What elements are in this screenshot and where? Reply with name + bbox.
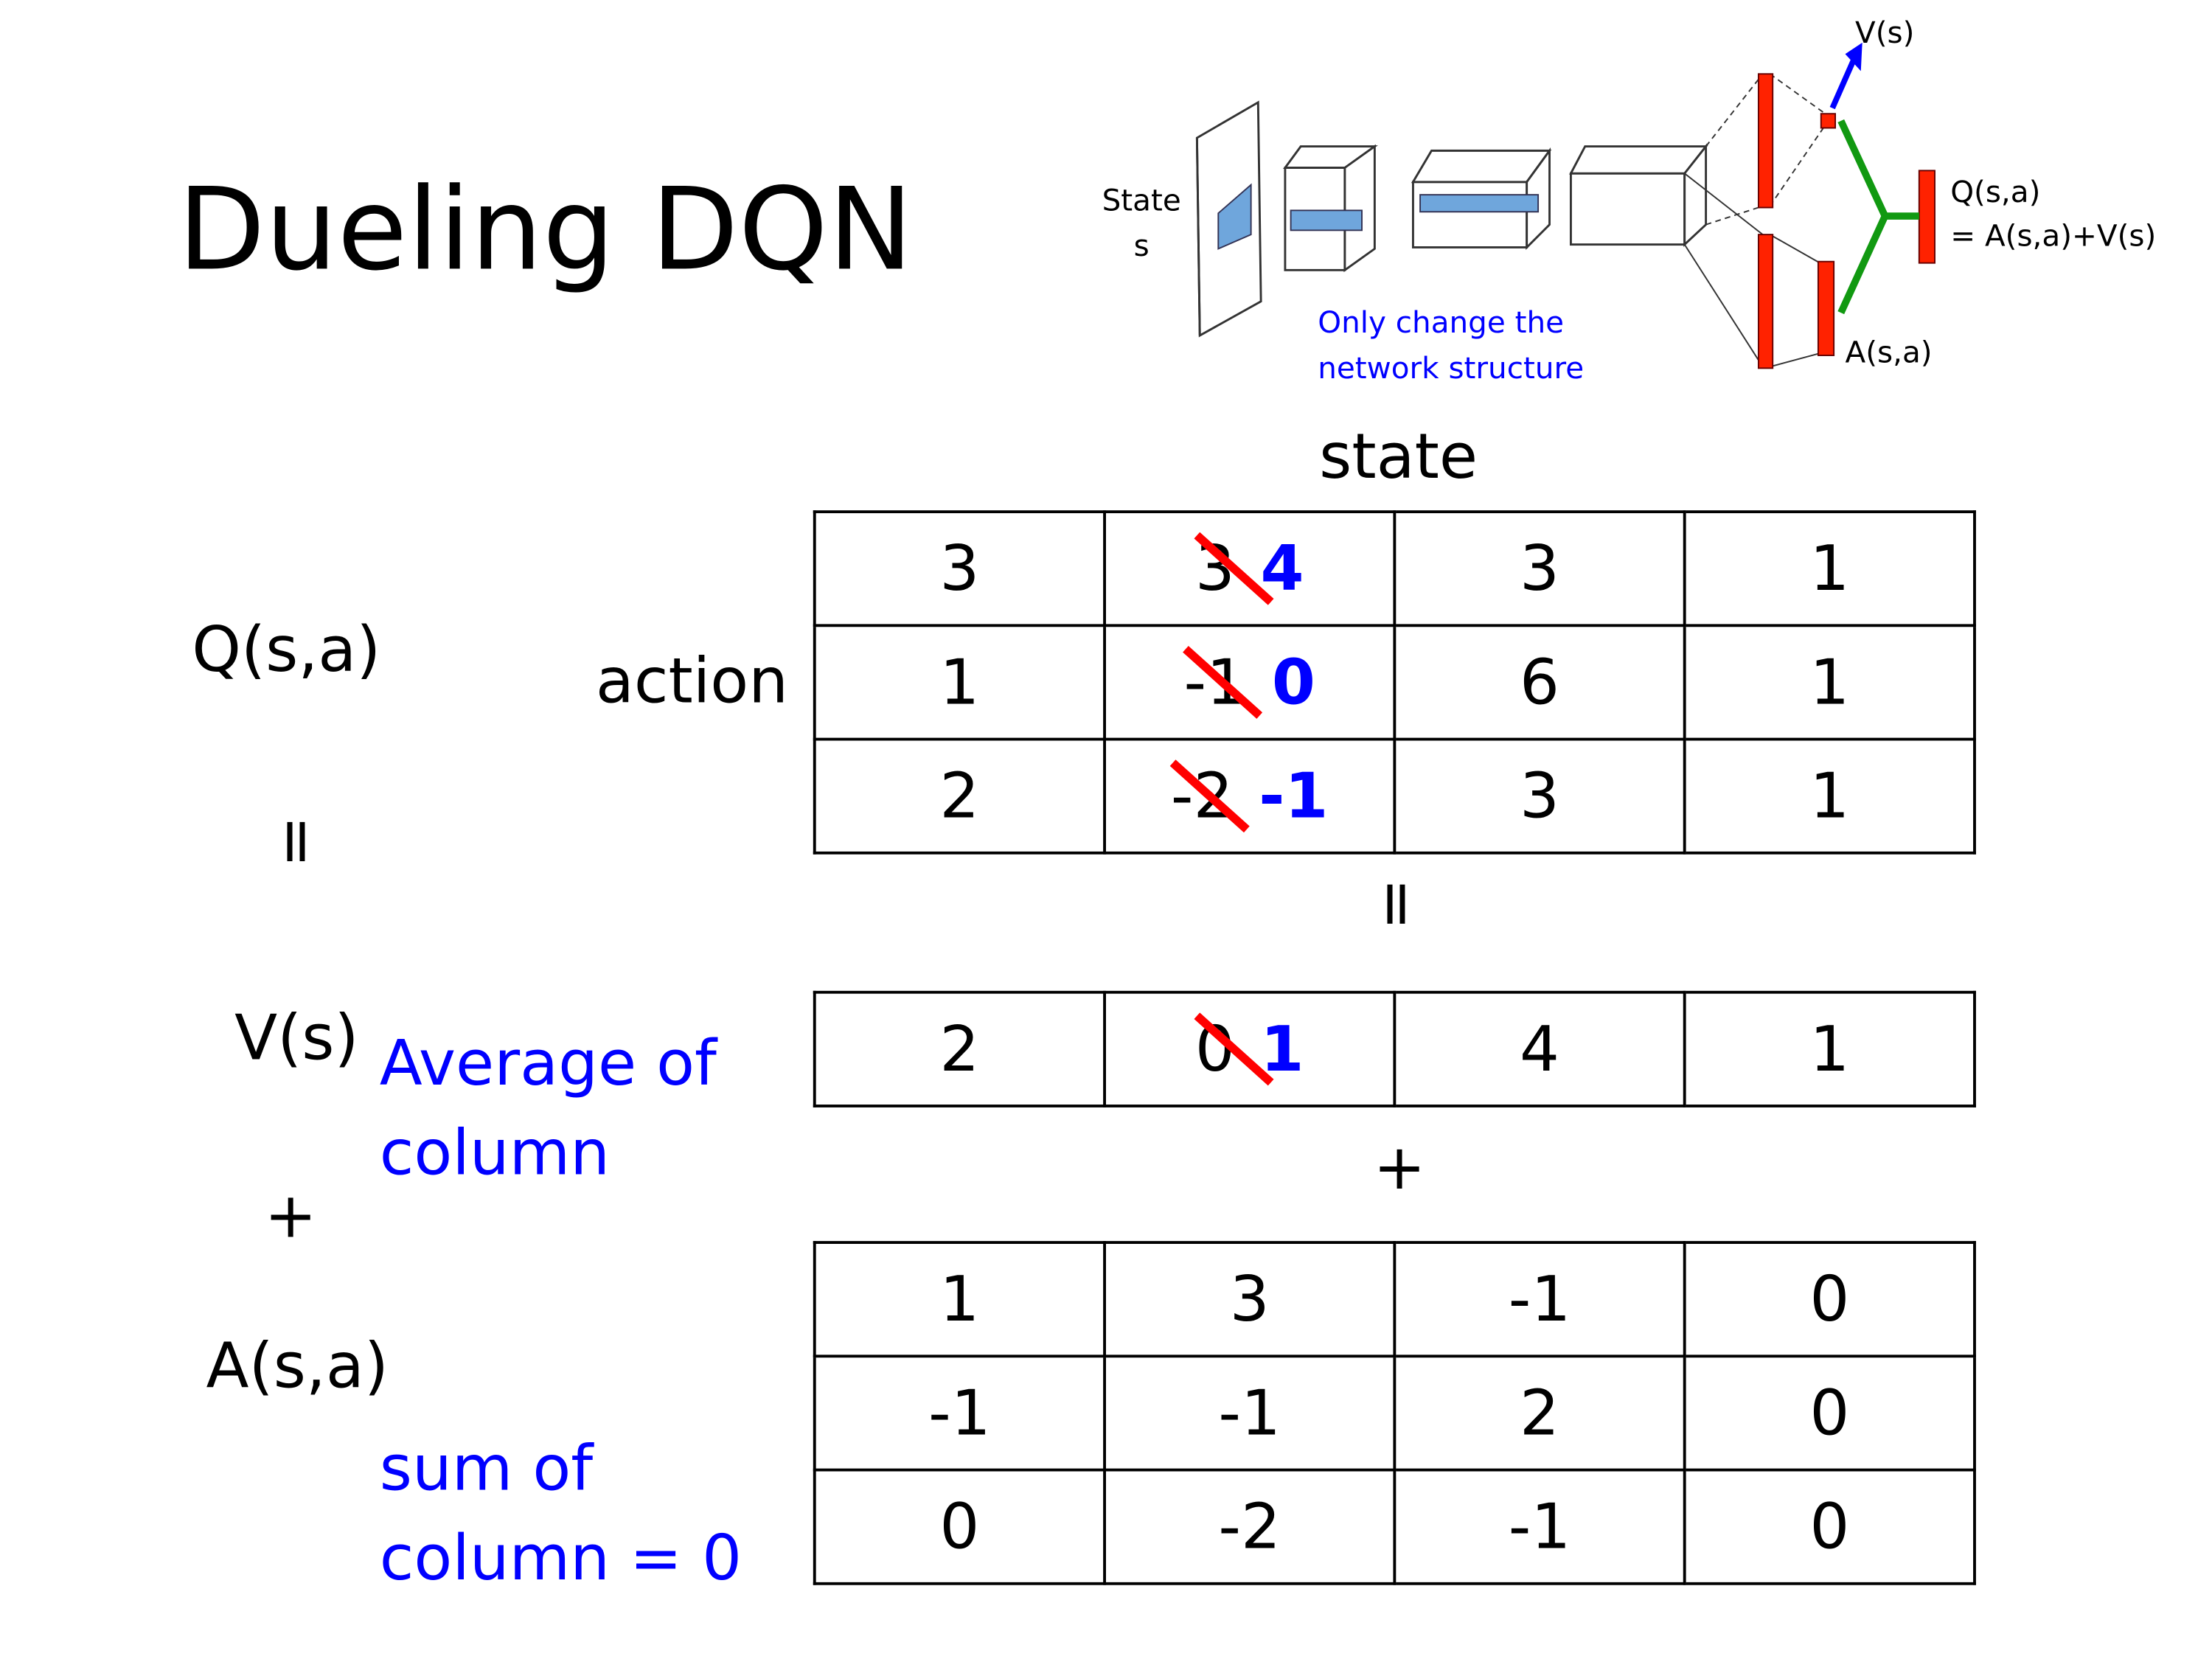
table-cell: -1: [1393, 1241, 1686, 1358]
diagram-q-label: Q(s,a): [1950, 174, 2040, 209]
sum-note-1: sum of: [379, 1433, 594, 1506]
filter-2: [1290, 209, 1363, 232]
crossed-out-value: -2: [1170, 759, 1234, 832]
table-cell: -1: [1103, 1354, 1397, 1472]
table-cell: 4: [1393, 990, 1686, 1107]
table-cell: 1: [1683, 510, 1976, 627]
equals-sign-center: =: [1360, 877, 1434, 931]
plus-sign-left: +: [264, 1180, 317, 1253]
table-cell: -1 0: [1103, 624, 1397, 741]
arrow-head-icon: [1845, 42, 1863, 72]
equals-sign-left: =: [260, 815, 333, 868]
table-cell: 1: [1683, 737, 1976, 855]
diagram-note-2: network structure: [1318, 350, 1584, 386]
table-cell: 3: [1393, 737, 1686, 855]
value-arrow: [1829, 58, 1857, 110]
aggregation-lines: [1837, 119, 1919, 315]
filter-3: [1419, 194, 1540, 213]
diagram-state-label: State: [1102, 182, 1181, 218]
table-cell: 0: [813, 1468, 1106, 1585]
diagram-q-formula: = A(s,a)+V(s): [1950, 218, 2156, 254]
diagram-note-1: Only change the: [1318, 305, 1564, 340]
table-cell: -1: [1393, 1468, 1686, 1585]
crossed-out-value: -1: [1183, 646, 1247, 719]
table-cell: -1: [813, 1354, 1106, 1472]
state-axis-label: state: [1319, 420, 1478, 494]
advantage-output: [1817, 260, 1835, 356]
slide-title: Dueling DQN: [178, 163, 914, 296]
q-output: [1918, 170, 1935, 264]
table-cell: 2: [813, 737, 1106, 855]
table-cell: 0: [1683, 1468, 1976, 1585]
table-cell: 0: [1683, 1354, 1976, 1472]
plus-sign-center: +: [1373, 1131, 1426, 1205]
table-cell: 3: [1103, 1241, 1397, 1358]
diagram-v-label: V(s): [1855, 15, 1914, 50]
table-cell: 2: [813, 990, 1106, 1107]
average-note-2: column: [379, 1117, 611, 1190]
advantage-stream-layer: [1757, 234, 1774, 369]
crossed-out-value: 3: [1194, 532, 1235, 605]
table-cell: 3: [1393, 510, 1686, 627]
conv-box-3: [1569, 143, 1708, 247]
table-cell: -2: [1103, 1468, 1397, 1585]
table-cell: 3: [813, 510, 1106, 627]
value-output: [1820, 113, 1837, 129]
table-cell: 1: [813, 1241, 1106, 1358]
sum-note-2: column = 0: [379, 1522, 742, 1596]
q-label: Q(s,a): [192, 613, 381, 687]
table-cell: 1: [813, 624, 1106, 741]
updated-value: -1: [1259, 759, 1329, 832]
diagram-state-var: s: [1134, 228, 1150, 263]
table-cell: 0: [1683, 1241, 1976, 1358]
table-cell: 1: [1683, 624, 1976, 741]
average-note-1: Average of: [379, 1027, 717, 1101]
table-cell: -2 -1: [1103, 737, 1397, 855]
updated-value: 0: [1271, 646, 1315, 719]
filter-1: [1217, 183, 1252, 250]
v-label: V(s): [234, 1002, 359, 1075]
crossed-out-value: 0: [1194, 1012, 1235, 1086]
conv-box-1: [1283, 144, 1378, 273]
table-cell: 1: [1683, 990, 1976, 1107]
table-cell: 2: [1393, 1354, 1686, 1472]
table-cell: 6: [1393, 624, 1686, 741]
diagram-a-label: A(s,a): [1846, 335, 1933, 370]
action-axis-label: action: [595, 645, 788, 718]
dueling-network-diagram: State s: [1102, 15, 2157, 386]
a-label: A(s,a): [206, 1330, 389, 1403]
value-stream-layer: [1757, 73, 1774, 209]
